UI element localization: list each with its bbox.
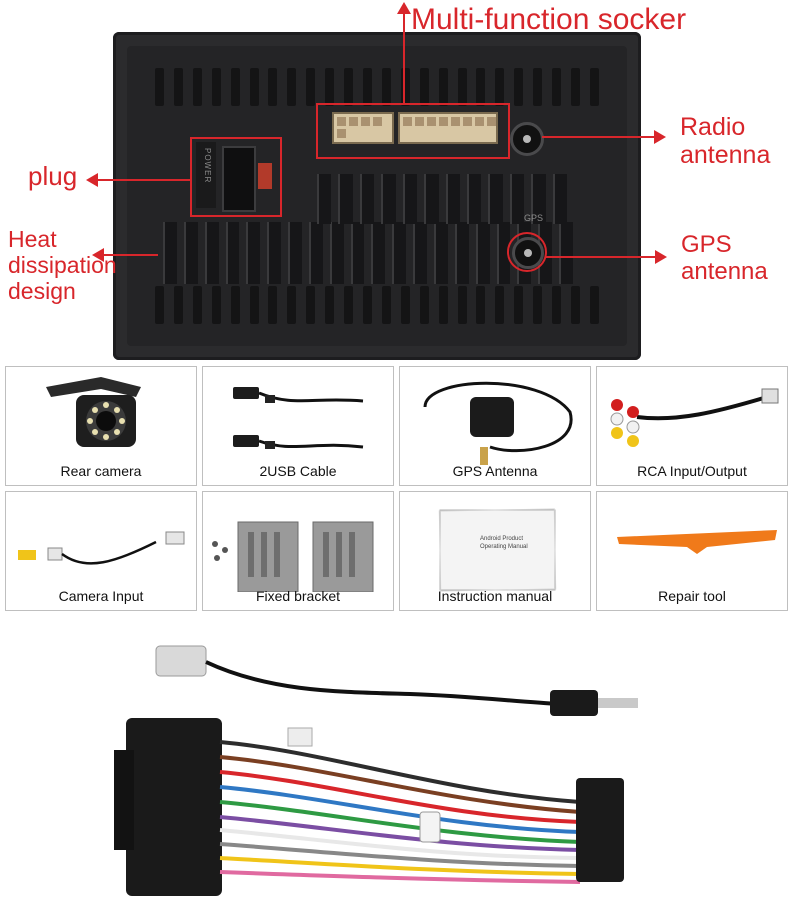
camera-input-label: Camera Input (58, 588, 144, 604)
up-arrow-icon (397, 2, 411, 14)
harness-label-tag (287, 727, 313, 747)
harness-main-connector (126, 718, 222, 896)
repair-tool-label: Repair tool (658, 588, 726, 604)
rear-camera-label: Rear camera (60, 463, 142, 479)
wiring-harness-image (114, 645, 638, 896)
instruction-manual-label: Instruction manual (437, 588, 553, 604)
multifunction-connector-left (332, 112, 394, 144)
harness-wires (219, 740, 581, 884)
multifunction-connector-right (398, 112, 498, 144)
gps-small-label: GPS (524, 213, 544, 223)
left-arrow-icon (86, 173, 98, 187)
fixed-bracket-icon (212, 521, 374, 592)
harness-connector-side (114, 750, 134, 850)
gps-highlight-circle (507, 232, 547, 272)
manual-title-line1: Android Product (480, 536, 524, 542)
gps-antenna-callout: GPS antenna (681, 231, 768, 285)
power-plug-socket (222, 146, 256, 212)
antenna-adapter-plug (155, 645, 207, 677)
usb-cable-icon (233, 387, 364, 449)
radio-antenna-jack (510, 122, 544, 156)
accessory-usb-cable: 2USB Cable (202, 366, 394, 486)
wire-tie-clip (419, 811, 441, 843)
right-arrow-icon (655, 250, 667, 264)
heat-pointer (102, 254, 158, 256)
gps-antenna-label: GPS Antenna (452, 463, 538, 479)
usb-cable-label: 2USB Cable (259, 463, 337, 479)
antenna-cable (205, 660, 561, 706)
accessory-fixed-bracket: Fixed bracket (202, 491, 394, 611)
multifunction-callout: Multi-function socker (411, 3, 687, 36)
repair-tool-icon (617, 530, 777, 554)
multifunction-pointer (403, 10, 405, 104)
gps-antenna-icon (423, 381, 573, 465)
manual-title-line2: Operating Manual (480, 544, 528, 550)
power-label-block: POWER (196, 142, 216, 208)
accessory-instruction-manual: Android Product Operating Manual Instruc… (399, 491, 591, 611)
accessory-camera-input: Camera Input (5, 491, 197, 611)
bottom-vent-slots (155, 286, 599, 324)
heat-sink-fins-lower (163, 222, 573, 284)
camera-input-cable-icon (18, 531, 185, 565)
antenna-pin-metal (598, 698, 638, 708)
top-vent-slots (155, 68, 599, 106)
heat-dissipation-callout: Heat dissipation design (8, 226, 117, 304)
accessory-repair-tool: Repair tool (596, 491, 788, 611)
rca-cable-icon (610, 388, 779, 447)
accessory-gps-antenna: GPS Antenna (399, 366, 591, 486)
unit-inner-frame (127, 46, 627, 346)
left-arrow-icon (92, 248, 104, 262)
antenna-plug-black (550, 690, 598, 716)
radio-pointer (542, 136, 654, 138)
right-arrow-icon (654, 130, 666, 144)
head-unit-back-panel (113, 32, 641, 360)
fixed-bracket-label: Fixed bracket (255, 588, 341, 604)
rca-label: RCA Input/Output (637, 463, 747, 479)
power-label: POWER (203, 148, 212, 184)
fuse-icon (258, 163, 272, 189)
radio-antenna-callout: Radio antenna (680, 113, 771, 169)
plug-callout: plug (28, 161, 78, 191)
plug-highlight-box (190, 137, 282, 217)
gps-pointer (545, 256, 655, 258)
multifunction-highlight-box (316, 103, 510, 159)
accessory-rear-camera: Rear camera (5, 366, 197, 486)
manual-icon (438, 508, 557, 592)
accessories-grid: Rear camera 2USB Cable GPS Antenna (5, 366, 795, 616)
rear-camera-icon (46, 377, 141, 447)
harness-output-connector (576, 778, 624, 882)
heat-sink-fins-upper (317, 174, 568, 224)
accessory-rca: RCA Input/Output (596, 366, 788, 486)
plug-pointer (98, 179, 190, 181)
